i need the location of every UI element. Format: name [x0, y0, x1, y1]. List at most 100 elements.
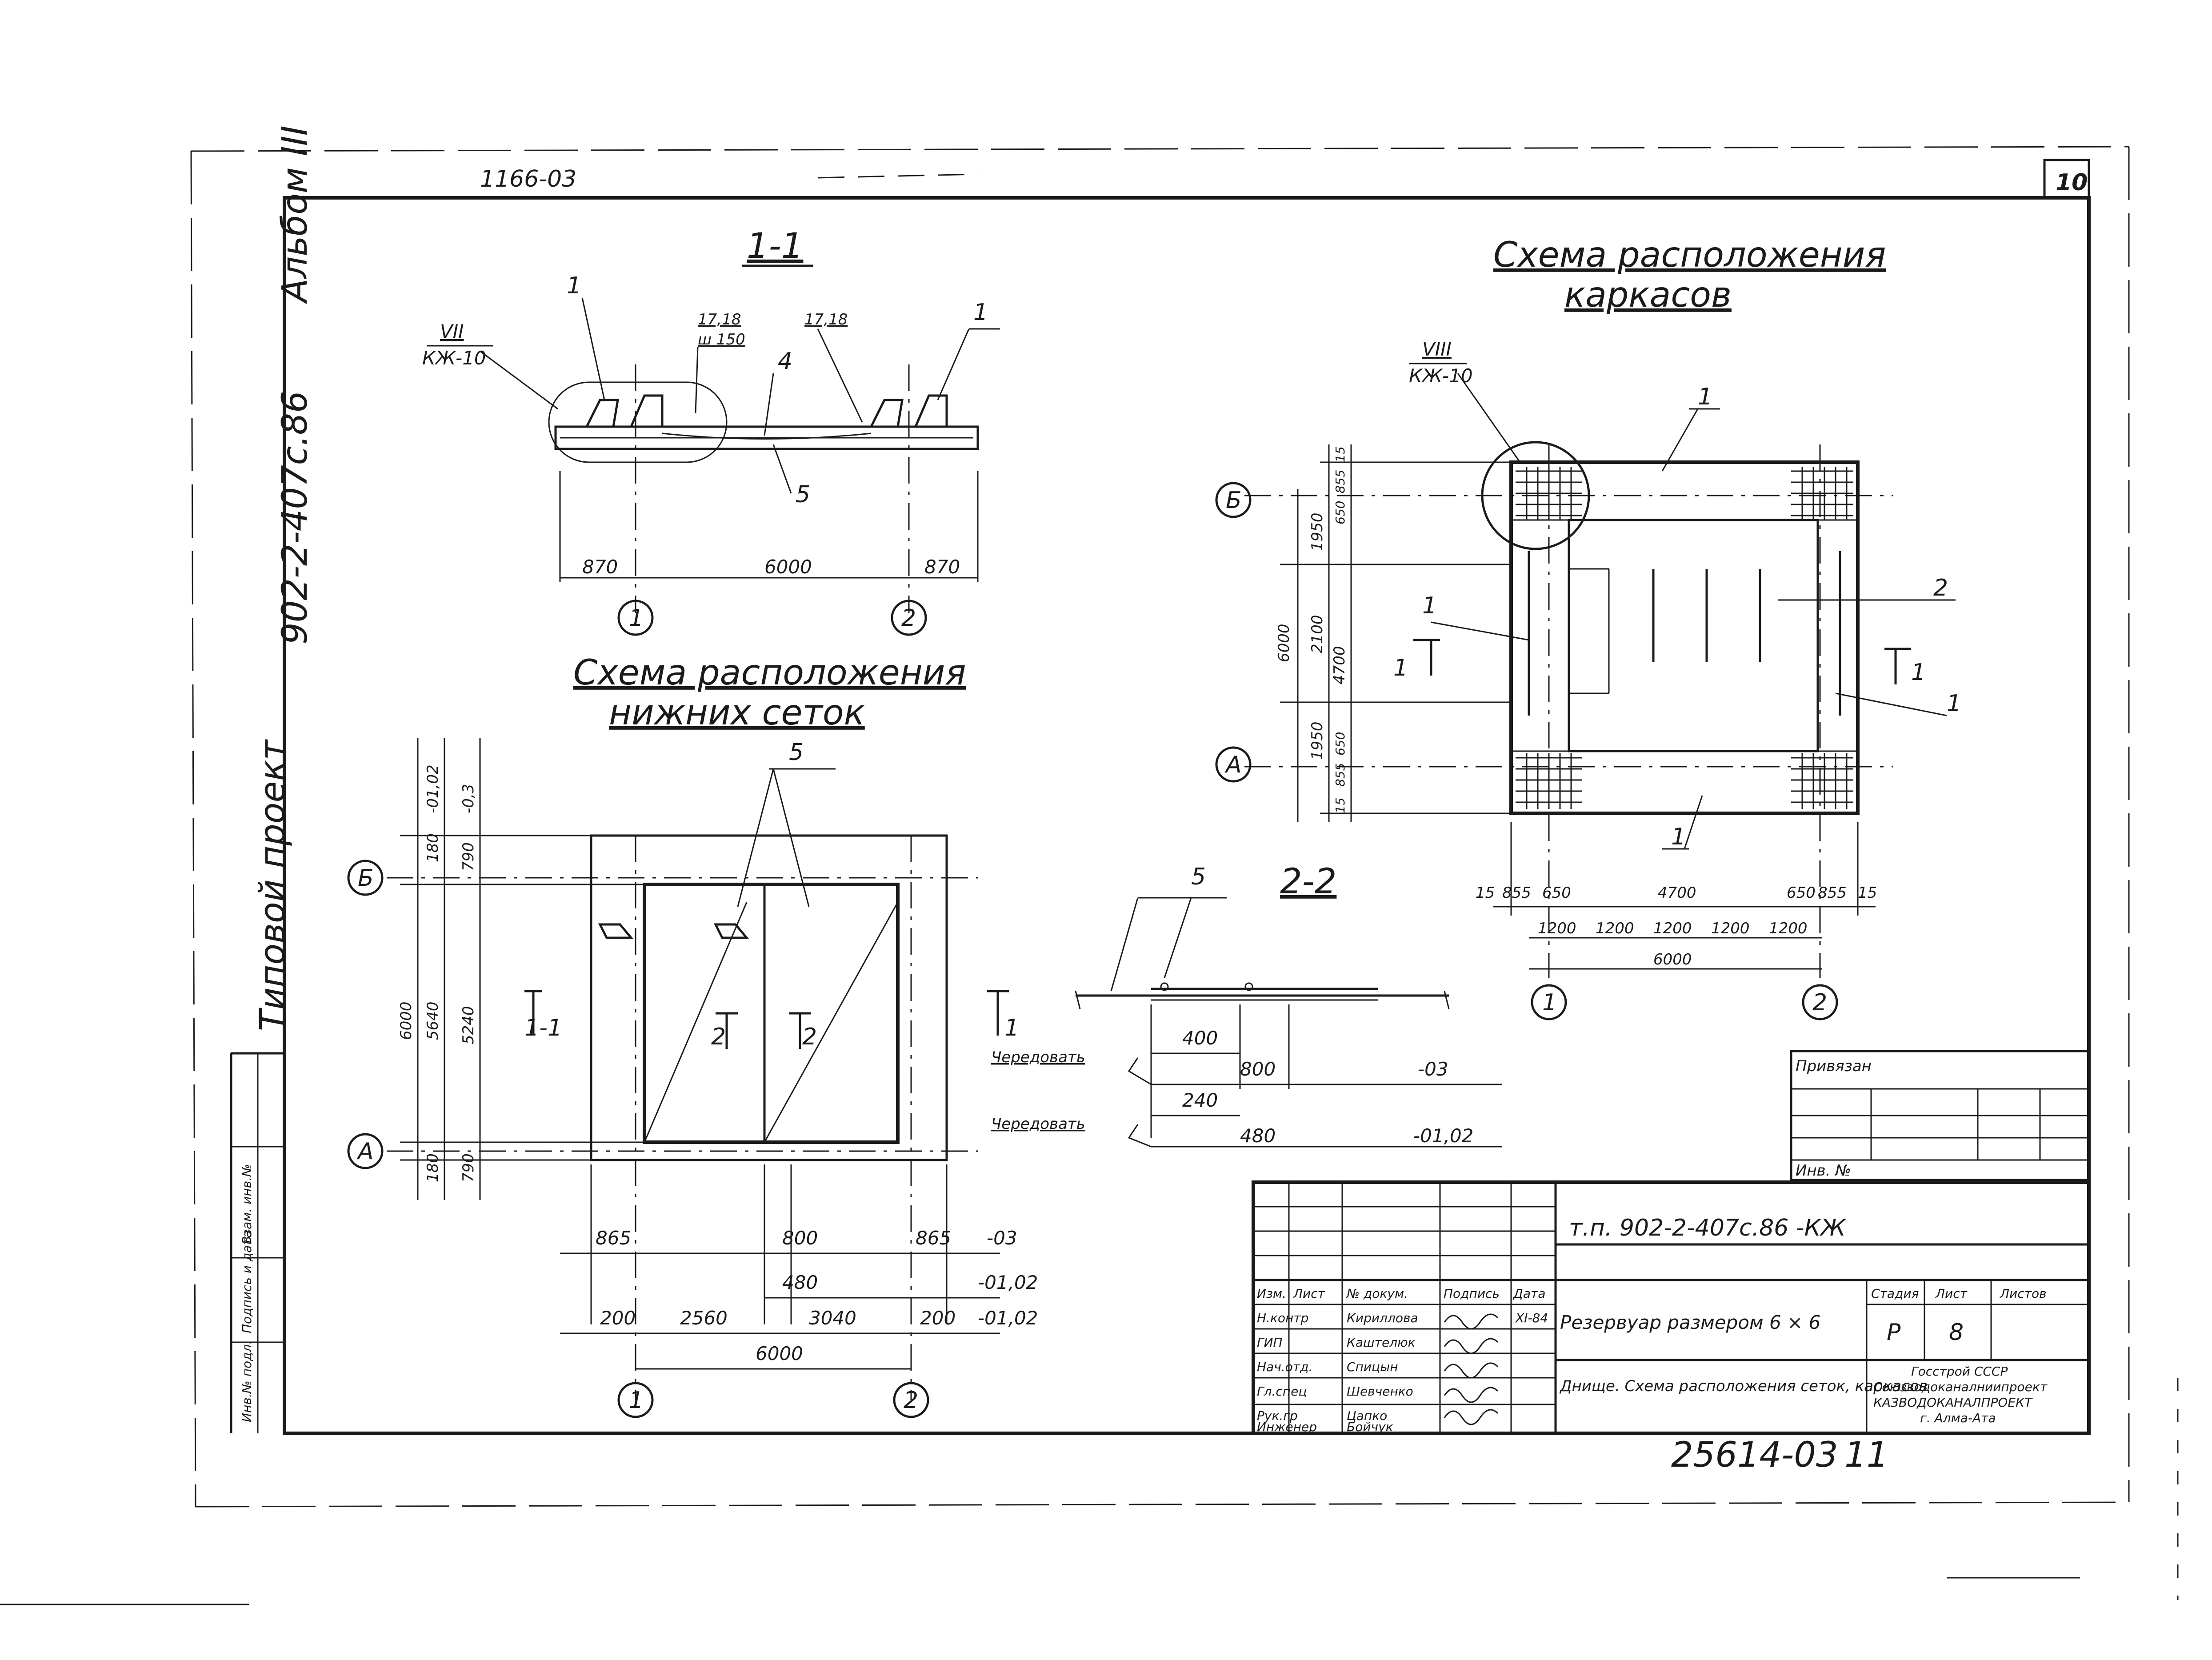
lower-level-0102: -01,02 [424, 764, 442, 813]
sec11-axis-2: 2 [901, 605, 916, 632]
frame-row2-e: 1200 [1769, 920, 1808, 937]
tb-role-3: Нач.отд. [1257, 1360, 1312, 1374]
typical-project-label: Типовой проект [253, 739, 293, 1031]
tb-org-4: г. Алма-Ата [1920, 1411, 1996, 1425]
frame-axis-2: 2 [1812, 989, 1827, 1016]
frame-scheme: Схема расположения каркасов VIII КЖ-10 [1215, 235, 1961, 1020]
sec22-dim-03: -03 [1418, 1058, 1448, 1080]
tb-sheets-hdr: Листов [2000, 1286, 2047, 1301]
lower-left-dim-790b: 790 [460, 1153, 477, 1182]
frame-row2-d: 1200 [1711, 920, 1750, 937]
tb-name-4: Шевченко [1347, 1384, 1413, 1399]
lower-bottom-2560: 2560 [680, 1307, 728, 1329]
tb-drawing: Днище. Схема расположения сеток, каркасо… [1559, 1377, 1928, 1395]
frame-axis-1: 1 [1542, 989, 1557, 1016]
sec11-label-1b: 1 [973, 299, 988, 326]
frame-title-1: Схема расположения [1493, 235, 1886, 275]
section-2-2: 2-2 5 400 800 -03 240 480 -01,02 Чередов… [991, 862, 1502, 1148]
sec22-dim-800: 800 [1240, 1058, 1276, 1080]
frame-title-2: каркасов [1564, 275, 1732, 315]
frame-left-2100: 2100 [1308, 615, 1326, 653]
frame-left-855b: 855 [1333, 763, 1348, 787]
frame-left-4700: 4700 [1331, 646, 1348, 684]
lower-bottom-480: 480 [782, 1272, 818, 1293]
frame-label-1-top: 1 [1698, 384, 1712, 410]
callout-7-num: VII [440, 320, 464, 342]
tb-hdr-sign: Подпись [1444, 1286, 1500, 1301]
sec11-label-4: 4 [778, 348, 792, 375]
tb-role-6: Инженер [1257, 1420, 1317, 1434]
frame-left-total: 6000 [1275, 624, 1293, 662]
frame-bottom-total: 6000 [1653, 951, 1692, 968]
frame-bottom-4700: 4700 [1658, 884, 1696, 902]
tb-date: XI-84 [1515, 1311, 1548, 1325]
lower-left-dim-180b: 180 [424, 1153, 442, 1182]
frame-left-15a: 15 [1333, 446, 1348, 462]
frame-label-1-left: 1 [1422, 592, 1437, 619]
lower-left-dim-180a: 180 [424, 833, 442, 862]
signatures [1444, 1313, 1499, 1425]
lower-left-dim-5240: 5240 [460, 1006, 477, 1044]
lower-bottom-0102b: -01,02 [978, 1307, 1038, 1329]
frame-left-650a: 650 [1333, 501, 1348, 524]
frame-left-855a: 855 [1333, 470, 1348, 493]
sheet-number: 10 [2056, 169, 2088, 196]
sec22-alt-1: Чередовать [991, 1048, 1085, 1066]
lower-axis-B: Б [358, 865, 374, 892]
lower-left-dim-790a: 790 [460, 842, 477, 871]
callout-7-ref: КЖ-10 [422, 347, 486, 369]
lower-mesh-title-2: нижних сеток [609, 693, 865, 733]
tb-role-5: Рук.гр [1257, 1408, 1298, 1423]
tb-org-1: Госстрой СССР [1911, 1364, 2008, 1379]
sec11-label-1a: 1 [567, 272, 581, 299]
lower-bottom-total: 6000 [756, 1343, 803, 1364]
frame-bottom-15b: 15 [1858, 884, 1877, 902]
frame-left-15b: 15 [1333, 797, 1348, 813]
frame-bottom-650a: 650 [1542, 884, 1571, 902]
sec11-label-1718a: 17,18 [698, 311, 741, 328]
album-label: Альбом III [275, 125, 315, 304]
frame-label-2: 2 [1933, 575, 1948, 601]
frame-label-1-bottom: 1 [1671, 824, 1686, 850]
lower-axis-2: 2 [904, 1387, 918, 1414]
stamp-inv: Инв. № [1796, 1162, 1851, 1180]
sec22-label-5: 5 [1191, 864, 1206, 890]
tb-stage: Р [1887, 1319, 1901, 1346]
tb-hdr-izm: Изм. [1257, 1286, 1286, 1301]
sec11-dim-870b: 870 [924, 556, 960, 578]
tb-name-6: Бойчук [1347, 1420, 1393, 1434]
sec22-dim-240: 240 [1182, 1089, 1218, 1111]
sec22-alt-2: Чередовать [991, 1115, 1085, 1133]
lower-bottom-03: -03 [987, 1227, 1017, 1249]
tb-sheet-no: 8 [1949, 1319, 1964, 1346]
section-2-2-title: 2-2 [1280, 862, 1336, 902]
lower-cut-11: 1-1 [524, 1015, 562, 1041]
tb-org-3: КАЗВОДОКАНАЛПРОЕКТ [1873, 1395, 2033, 1410]
lower-bottom-800: 800 [782, 1227, 818, 1249]
tb-name-2: Каштелюк [1347, 1335, 1416, 1350]
lower-bottom-865b: 865 [916, 1227, 951, 1249]
sec22-dim-400: 400 [1182, 1027, 1218, 1049]
tb-hdr-doc: № докум. [1346, 1286, 1408, 1301]
lower-bottom-200a: 200 [600, 1307, 636, 1329]
lower-mesh-scheme: Схема расположения нижних сеток 5 Б А 18… [347, 653, 1038, 1418]
frame-left-1950a: 1950 [1308, 512, 1326, 551]
frame-left-1950b: 1950 [1308, 721, 1326, 760]
tb-role-1: Н.контр [1257, 1311, 1308, 1325]
tb-name-1: Кириллова [1347, 1311, 1418, 1325]
frame-axis-A: А [1224, 752, 1242, 778]
frame-bottom-855b: 855 [1818, 884, 1847, 902]
sec22-dim-480: 480 [1240, 1125, 1276, 1147]
frame-label-1-right: 1 [1947, 690, 1961, 717]
sec22-dim-0102: -01,02 [1413, 1125, 1473, 1147]
frame-cut-left: 1 [1393, 655, 1408, 681]
side-col-3: Взам. инв.№ [240, 1164, 254, 1244]
tb-name-3: Спицын [1347, 1360, 1398, 1374]
tb-hdr-date: Дата [1512, 1286, 1546, 1301]
section-1-1-title: 1-1 [747, 226, 803, 266]
tb-role-4: Гл.спец [1257, 1384, 1307, 1399]
frame-row2-a: 1200 [1538, 920, 1576, 937]
lower-mesh-label-5: 5 [789, 739, 804, 766]
footer-page: 11 [1844, 1435, 1888, 1475]
